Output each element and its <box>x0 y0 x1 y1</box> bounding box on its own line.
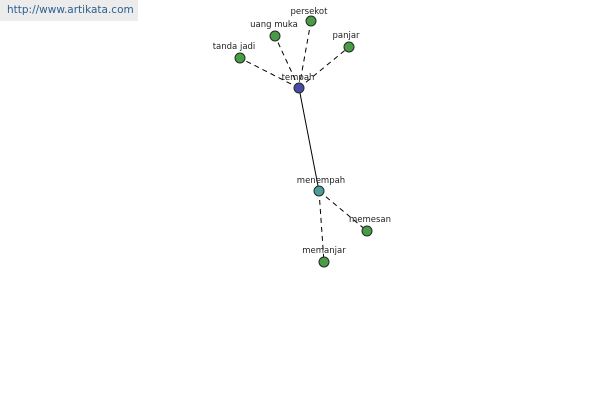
node-panjar[interactable]: panjar <box>332 31 360 53</box>
node-marker[interactable] <box>361 225 373 237</box>
node-label: menempah <box>297 176 345 186</box>
node-label: persekot <box>291 7 329 17</box>
edge-menempah-to-memanjar <box>318 190 325 263</box>
node-label: memesan <box>349 215 391 225</box>
node-label: uang muka <box>250 20 298 30</box>
node-persekot[interactable]: persekot <box>291 7 329 27</box>
node-label: tempah <box>282 73 315 83</box>
edge-tempah-to-menempah <box>298 87 320 192</box>
node-marker[interactable] <box>305 15 317 27</box>
node-marker[interactable] <box>313 185 325 197</box>
node-tempah[interactable]: tempah <box>282 73 315 94</box>
node-marker[interactable] <box>318 256 330 268</box>
edge-tempah-to-uang-muka <box>274 35 300 89</box>
node-memesan[interactable]: memesan <box>349 215 391 237</box>
node-label: memanjar <box>302 246 346 256</box>
edge-tempah-to-persekot <box>298 20 312 89</box>
node-marker[interactable] <box>343 41 355 53</box>
edge-tempah-to-tanda-jadi <box>239 57 300 89</box>
node-marker[interactable] <box>234 52 246 64</box>
edge-menempah-to-memesan <box>318 190 368 232</box>
edges-layer <box>239 20 368 263</box>
edge-tempah-to-panjar <box>298 46 350 89</box>
node-marker[interactable] <box>293 82 305 94</box>
node-tanda-jadi[interactable]: tanda jadi <box>213 42 256 64</box>
node-memanjar[interactable]: memanjar <box>302 246 346 268</box>
node-menempah[interactable]: menempah <box>297 176 345 197</box>
node-marker[interactable] <box>269 30 281 42</box>
site-url-link[interactable]: http://www.artikata.com <box>0 0 138 21</box>
nodes-layer: tempah tanda jadi uang muka persekot panjar m… <box>213 7 391 268</box>
node-uang-muka[interactable]: uang muka <box>250 20 298 42</box>
node-label: tanda jadi <box>213 42 256 52</box>
node-label: panjar <box>332 31 360 41</box>
